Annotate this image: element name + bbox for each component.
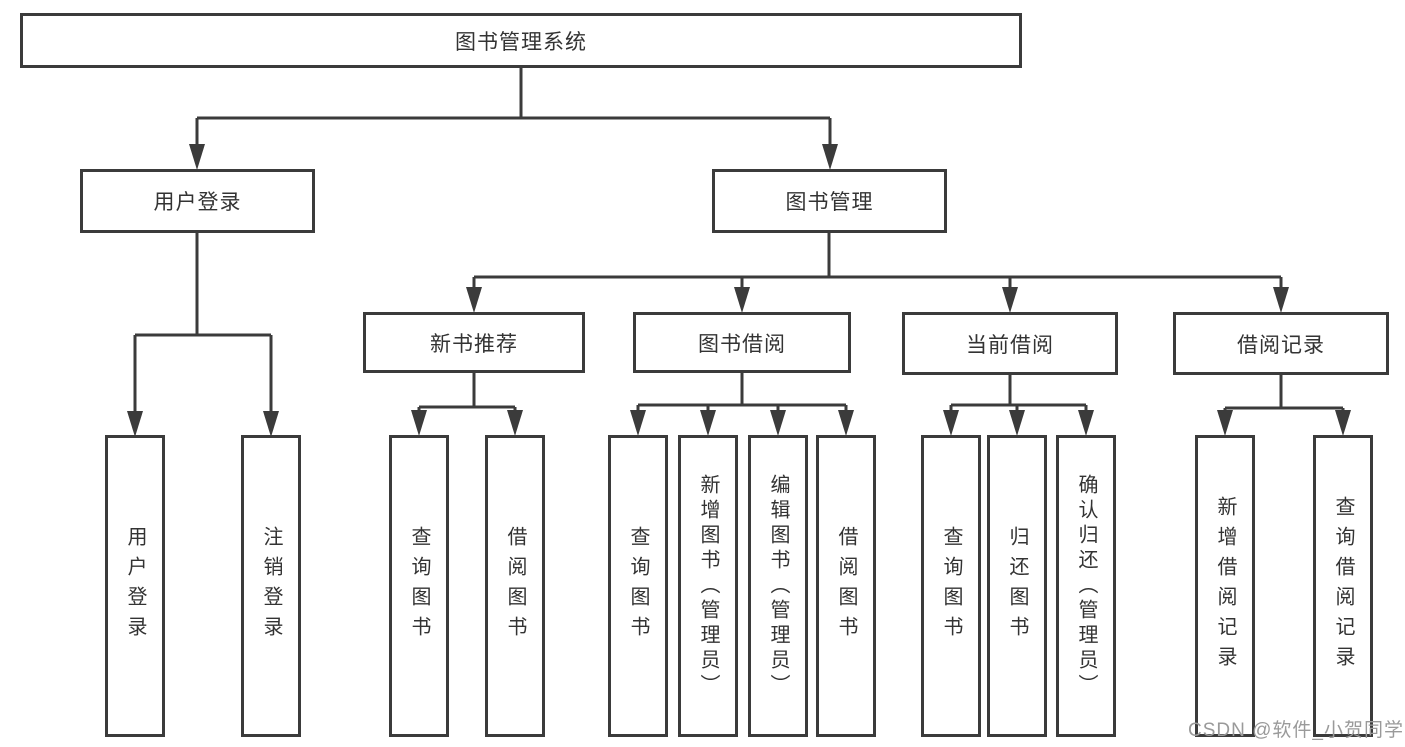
node-new-book-recommend: 新书推荐 [363,312,585,373]
leaf-add-books-admin: 新增图书（管理员） [678,435,738,737]
connector-bk-borrow-children [630,373,854,436]
connector-cur-borrow-children [943,375,1094,436]
node-book-management: 图书管理 [712,169,947,233]
node-label: 用户登录 [124,526,146,646]
node-label: 注销登录 [260,526,282,646]
node-label: 新增图书（管理员） [697,473,719,699]
leaf-confirm-return-admin: 确认归还（管理员） [1056,435,1116,737]
node-label: 图书借阅 [698,332,786,356]
node-borrow-record: 借阅记录 [1173,312,1389,375]
node-label: 借阅图书 [504,526,526,646]
leaf-edit-books-admin: 编辑图书（管理员） [748,435,808,737]
node-label: 用户登录 [153,191,242,214]
leaf-query-borrow-record: 查询借阅记录 [1313,435,1373,737]
leaf-logout: 注销登录 [241,435,301,737]
node-label: 图书管理系统 [455,30,587,54]
leaf-query-books-2: 查询图书 [608,435,668,737]
connector-root-to-level2 [189,68,838,170]
node-label: 借阅图书 [835,526,857,646]
node-current-borrow: 当前借阅 [902,312,1118,375]
leaf-borrow-books: 借阅图书 [485,435,545,737]
connector-borrow-rec-children [1217,375,1351,436]
node-book-borrow: 图书借阅 [633,312,851,373]
node-label: 编辑图书（管理员） [767,473,789,699]
csdn-watermark: CSDN @软件_小贺同学 [1188,720,1404,741]
connector-user-login-children [127,233,279,437]
node-label: 新增借阅记录 [1214,496,1236,676]
node-label: 查询图书 [627,526,649,646]
leaf-query-books-3: 查询图书 [921,435,981,737]
node-label: 查询图书 [408,526,430,646]
connector-new-rec-children [411,373,523,436]
connector-book-mgmt-children [466,233,1289,313]
node-label: 查询借阅记录 [1332,496,1354,676]
node-label: 借阅记录 [1237,333,1325,357]
leaf-return-books: 归还图书 [987,435,1047,737]
node-label: 图书管理 [785,191,874,214]
node-label: 归还图书 [1006,526,1028,646]
node-label: 新书推荐 [430,332,518,356]
node-label: 查询图书 [940,526,962,646]
leaf-add-borrow-record: 新增借阅记录 [1195,435,1255,737]
node-label: 当前借阅 [966,333,1054,357]
node-library-system: 图书管理系统 [20,13,1022,68]
leaf-user-login: 用户登录 [105,435,165,737]
leaf-borrow-books-2: 借阅图书 [816,435,876,737]
node-user-login: 用户登录 [80,169,315,233]
leaf-query-books: 查询图书 [389,435,449,737]
node-label: 确认归还（管理员） [1075,473,1097,699]
